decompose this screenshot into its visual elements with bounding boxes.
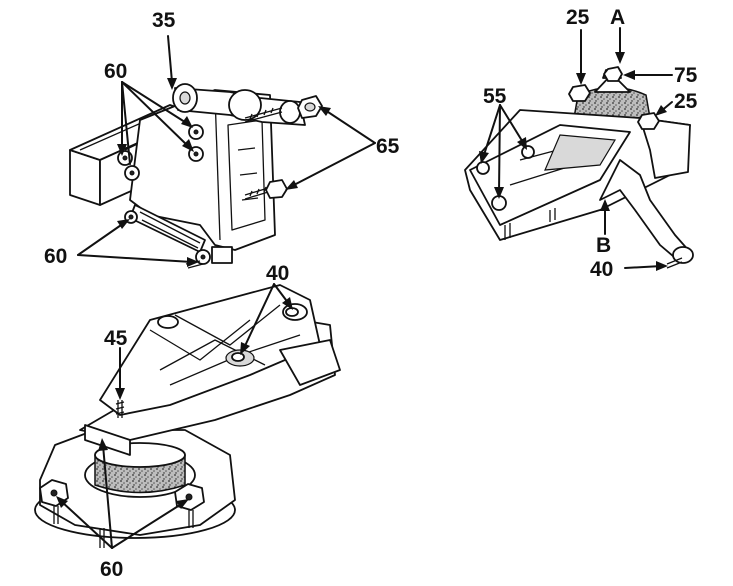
nut-25-side — [637, 112, 660, 130]
label-45: 45 — [104, 327, 128, 350]
label-60-lower: 60 — [44, 245, 67, 268]
label-25-side: 25 — [674, 90, 698, 113]
bolt-40-a — [231, 352, 245, 362]
label-B: B — [596, 234, 611, 257]
nut-55-b — [521, 145, 535, 159]
label-35: 35 — [152, 9, 176, 32]
nut-55-a — [476, 161, 490, 175]
front-mount-assembly: 25 A 75 25 55 B 40 — [464, 6, 698, 281]
rear-mount-bracket-assembly: 35 60 65 60 — [44, 9, 400, 269]
nut-75 — [603, 66, 623, 82]
nut-25-top — [568, 84, 591, 102]
bolt-45 — [115, 400, 125, 418]
label-65: 65 — [376, 135, 400, 158]
label-55: 55 — [483, 85, 507, 108]
nut-65-upper — [297, 95, 323, 119]
engine-mount-bracket-assembly: 40 45 60 — [34, 262, 341, 581]
nut-65-lower — [265, 179, 288, 199]
label-40-right: 40 — [590, 258, 613, 281]
label-60-upper: 60 — [104, 60, 127, 83]
label-A: A — [610, 6, 625, 29]
label-75: 75 — [674, 64, 698, 87]
label-25-top: 25 — [566, 6, 590, 29]
bolt-60-c — [188, 124, 204, 140]
label-40-bottom: 40 — [266, 262, 289, 285]
label-60-bottom: 60 — [100, 558, 123, 581]
bolt-60-b — [124, 165, 140, 181]
